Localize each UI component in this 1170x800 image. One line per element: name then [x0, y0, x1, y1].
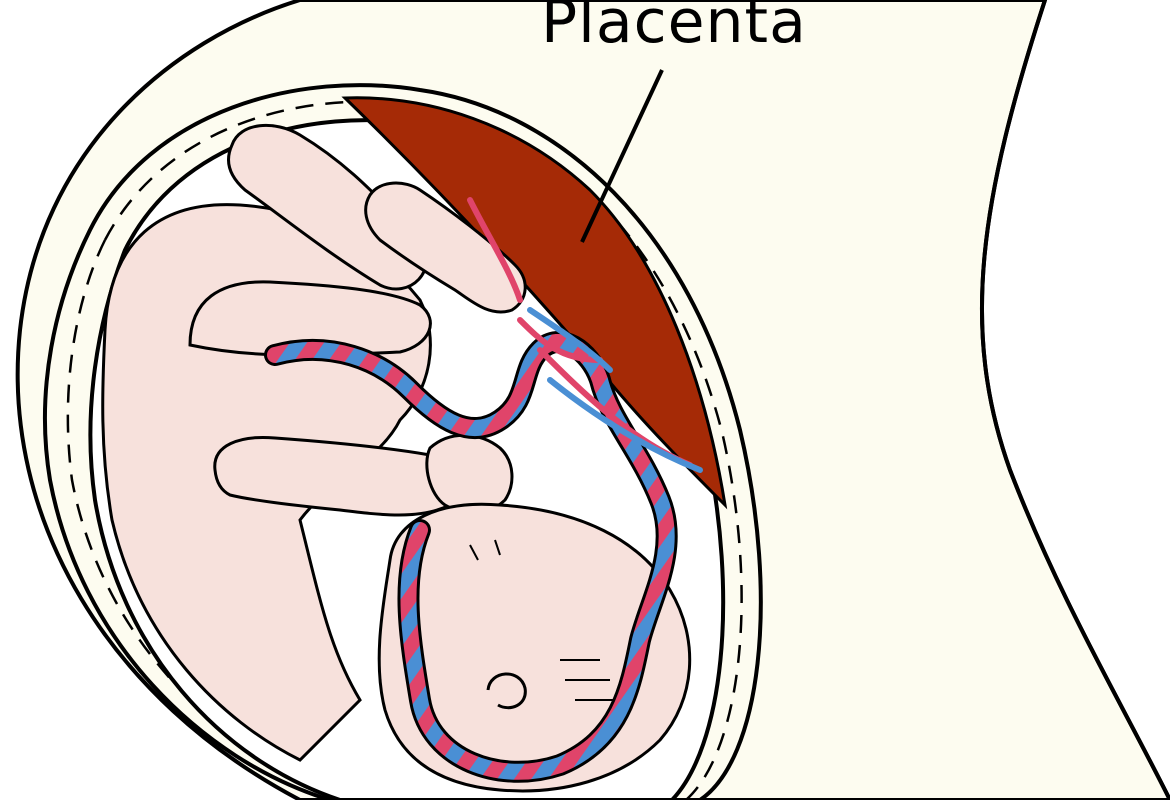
body-back-edge: [979, 0, 1170, 800]
fetus-hand: [425, 433, 514, 514]
placenta-label: Placenta: [541, 0, 807, 57]
fetus-face-lines: [469, 539, 620, 701]
label-pointer-line: [580, 69, 664, 243]
fetus-shin: [227, 123, 428, 291]
placental-vein: [527, 307, 703, 473]
fetus-foot: [364, 181, 527, 314]
umbilical-cord-inner: [267, 334, 675, 780]
fetus-ear: [486, 672, 527, 710]
